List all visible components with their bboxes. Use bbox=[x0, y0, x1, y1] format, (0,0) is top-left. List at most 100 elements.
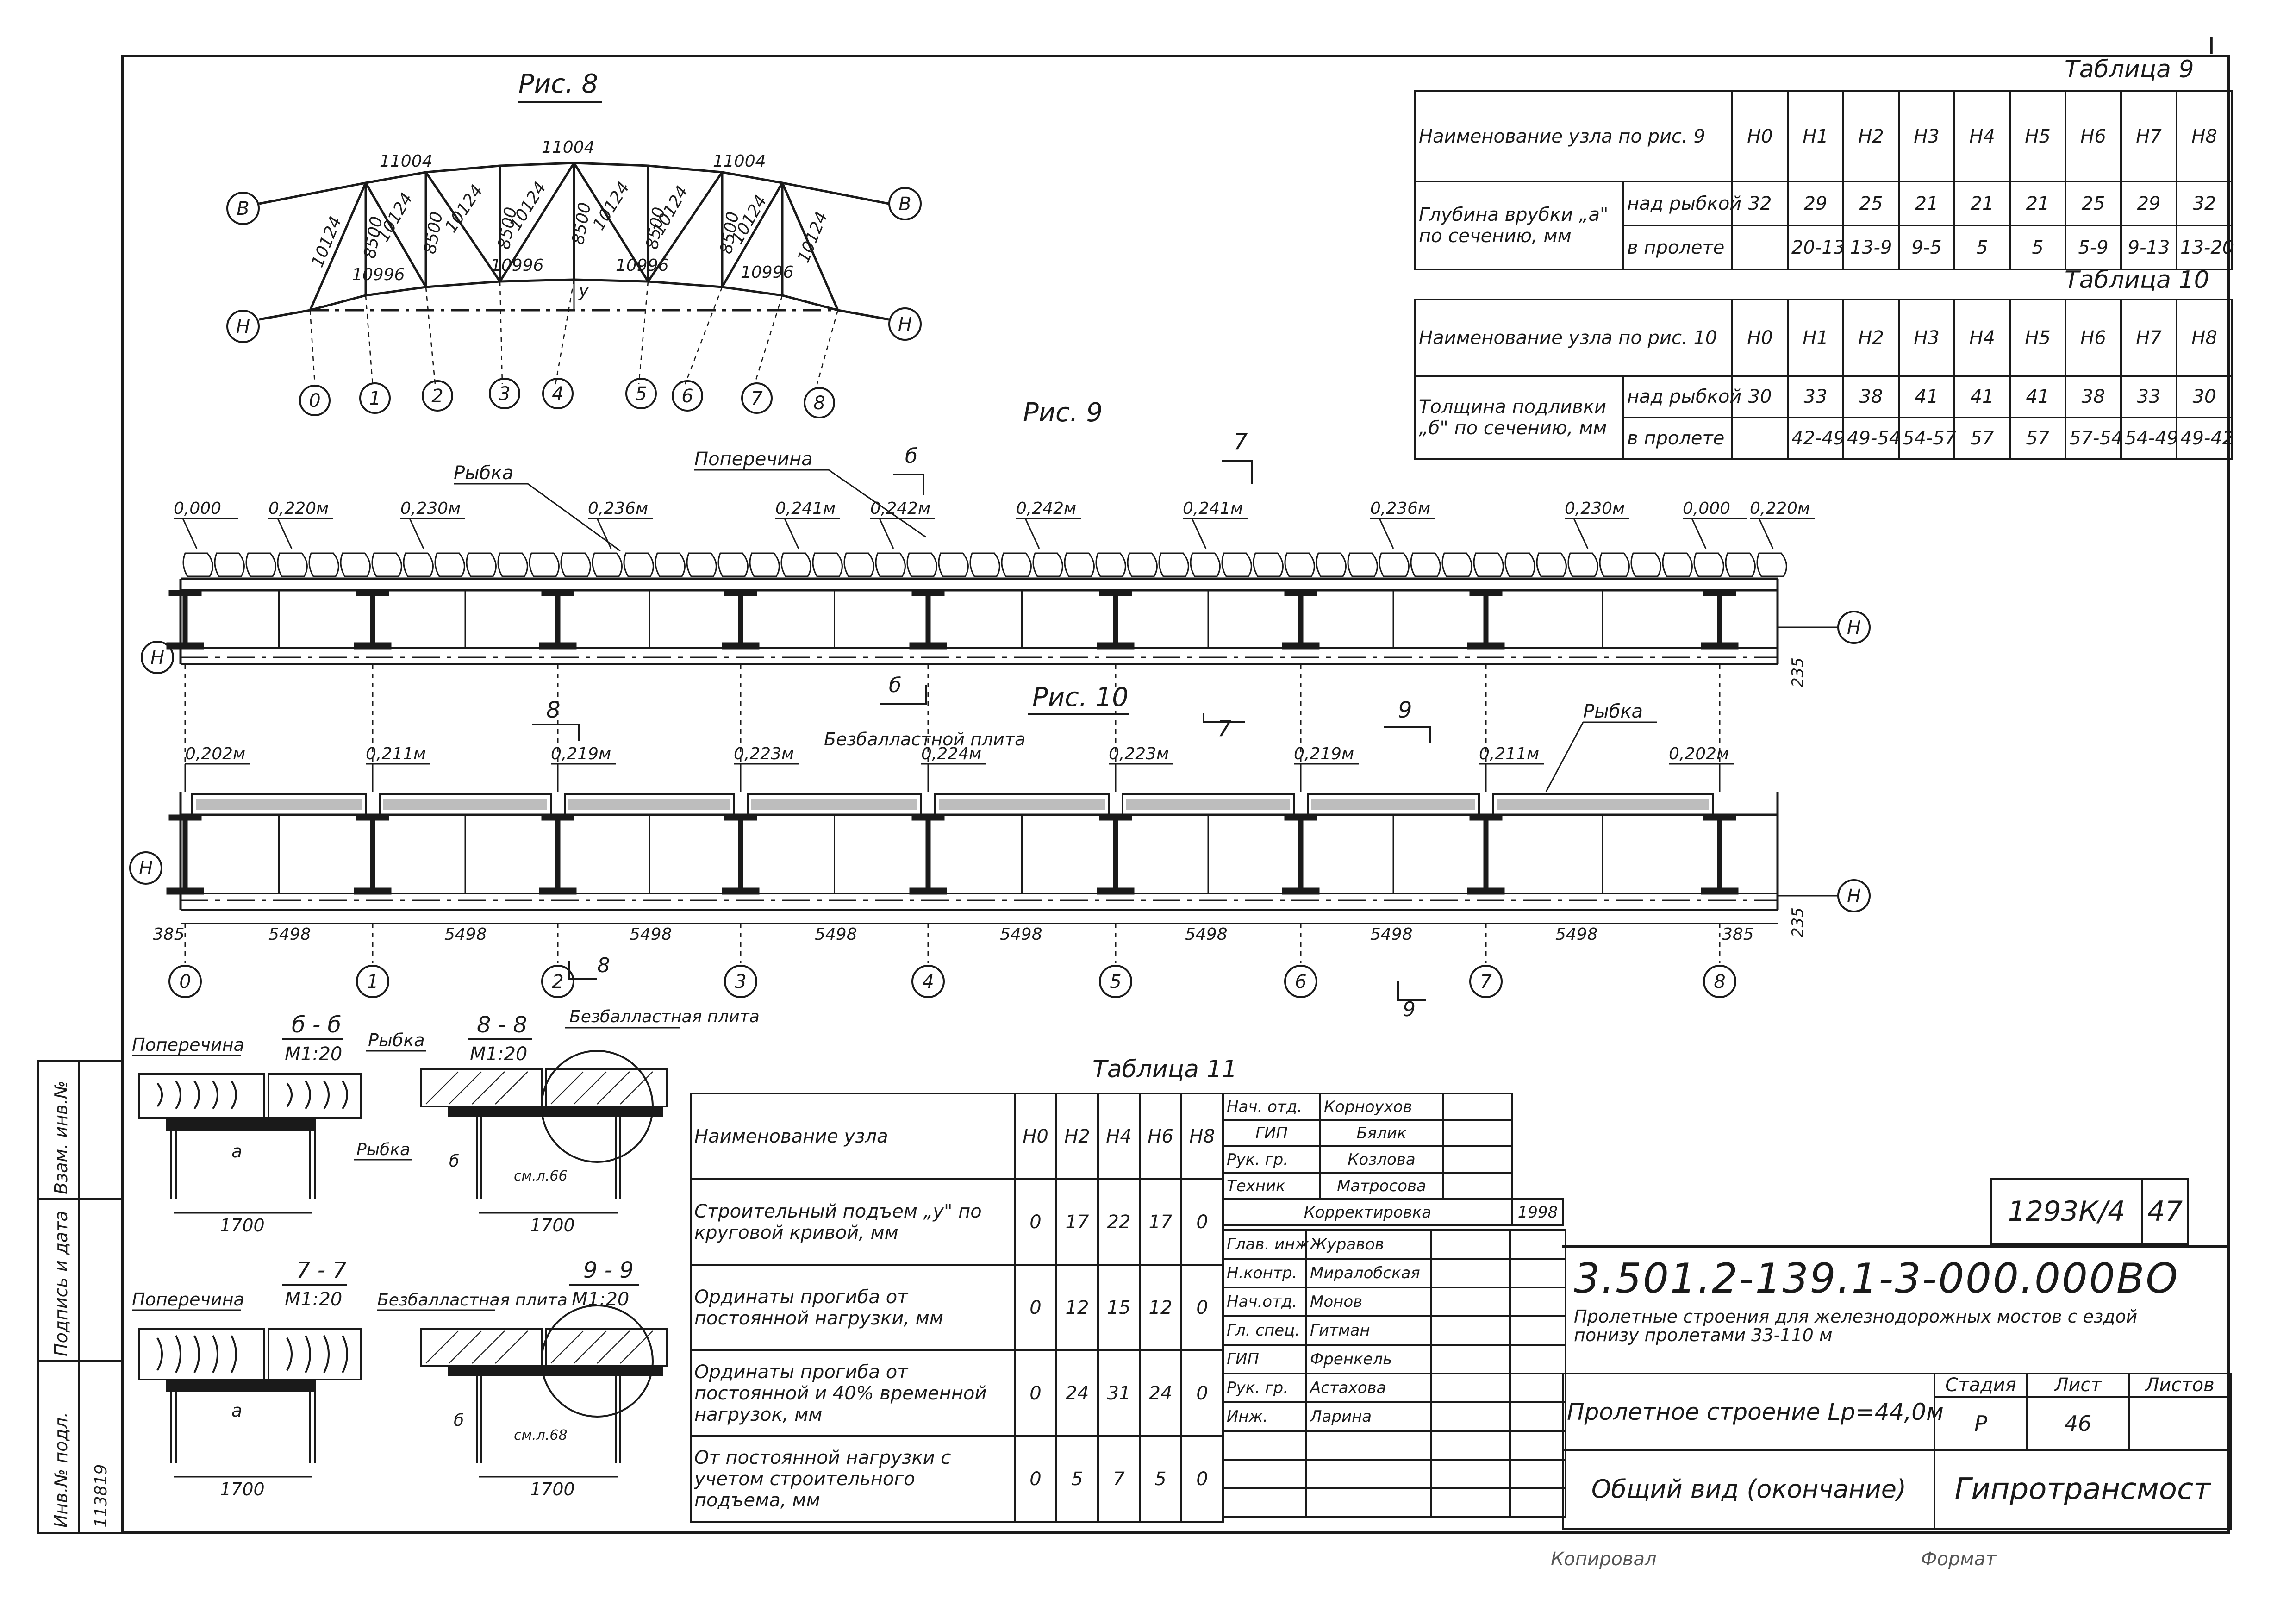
table9-col: Н5 bbox=[2009, 90, 2067, 182]
beam-flange bbox=[722, 887, 760, 895]
fig10-chord-label: Н bbox=[139, 858, 153, 879]
archive-number: 1293К/4 bbox=[1990, 1178, 2143, 1245]
beam-flange bbox=[541, 814, 574, 821]
sleeper bbox=[560, 552, 591, 577]
beam-web bbox=[738, 820, 743, 888]
table11-cell: 0 bbox=[1014, 1264, 1057, 1351]
sleeper bbox=[812, 552, 843, 577]
fig10-node-circle bbox=[1284, 965, 1317, 998]
table11-col: Н0 bbox=[1014, 1093, 1057, 1180]
sleeper bbox=[434, 552, 465, 577]
table10-col: Н3 bbox=[1898, 299, 1955, 377]
section-77-a: а bbox=[231, 1400, 242, 1421]
fig9-level-mark: 0,000 bbox=[174, 499, 221, 518]
table10-title: Таблица 10 bbox=[2065, 266, 2209, 294]
fig8-diag-length: 10124 bbox=[794, 209, 831, 266]
title-block-grid: Пролетное строение Lр=44,0м Стадия Лист … bbox=[1562, 1373, 2232, 1530]
sleeper bbox=[1379, 552, 1410, 577]
fig8-post-length: 8500 bbox=[643, 206, 668, 250]
table11-header-name: Наименование узла bbox=[690, 1093, 1016, 1180]
fig9-level-mark: 0,230м bbox=[400, 499, 461, 518]
table11-col: Н6 bbox=[1139, 1093, 1182, 1180]
table9-sub2: в пролете bbox=[1622, 225, 1734, 270]
sleeper bbox=[1190, 552, 1221, 577]
section-99-b: б bbox=[454, 1411, 464, 1430]
table10-col: Н8 bbox=[2176, 299, 2233, 377]
sleeper bbox=[592, 552, 623, 577]
sign-role: Нач.отд. bbox=[1222, 1287, 1307, 1317]
fig9-level-mark: 0,236м bbox=[588, 499, 648, 518]
beam-flange bbox=[909, 887, 947, 895]
sign-role: Рук. гр. bbox=[1222, 1373, 1307, 1403]
sleeper bbox=[277, 552, 308, 577]
sign-name: Журавов bbox=[1305, 1229, 1432, 1260]
table10: Наименование узла по рис. 10 Н0 Н1 Н2 Н3… bbox=[1414, 299, 2234, 460]
fig10-span-dim: 5498 bbox=[1185, 925, 1228, 944]
sleeper bbox=[1536, 552, 1567, 577]
fig8-chord-label: Н bbox=[898, 314, 912, 335]
table11-cell: 0 bbox=[1180, 1178, 1224, 1266]
sign-name: Корноухов bbox=[1319, 1093, 1444, 1121]
fig10-section-7: 7 bbox=[1217, 716, 1232, 742]
table9-col: Н4 bbox=[1953, 90, 2011, 182]
sleeper bbox=[655, 552, 686, 577]
table10-cell: 30 bbox=[1731, 375, 1789, 418]
footer-format: Формат bbox=[1921, 1549, 1997, 1570]
sign-name: Гитман bbox=[1305, 1315, 1432, 1346]
beam-web bbox=[182, 595, 188, 643]
organization: Гипротрансмост bbox=[1934, 1449, 2232, 1530]
sign-name: Бялик bbox=[1319, 1119, 1444, 1147]
fig8-chord-label: В bbox=[237, 198, 249, 219]
fig8-node: 2 bbox=[431, 386, 443, 407]
table10-cell: 41 bbox=[1898, 375, 1955, 418]
sleeper bbox=[1127, 552, 1158, 577]
fig10-span-dim: 5498 bbox=[1370, 925, 1413, 944]
table10-header-name: Наименование узла по рис. 10 bbox=[1414, 299, 1733, 377]
section-66-crossbeam: Поперечина bbox=[132, 1035, 244, 1055]
table11-cell: 12 bbox=[1055, 1264, 1099, 1351]
fig10-node-circle bbox=[356, 965, 389, 998]
table11-cell: 0 bbox=[1180, 1435, 1224, 1523]
sleeper bbox=[1001, 552, 1032, 577]
fig10-slab-label: Безбалластной плита bbox=[824, 729, 1025, 750]
beam-flange bbox=[722, 642, 760, 650]
table9-col: Н8 bbox=[2176, 90, 2234, 182]
table9-cell: 9-5 bbox=[1898, 225, 1956, 270]
fig10-span-dim: 385 bbox=[153, 925, 185, 944]
fig10-level-mark: 0,219м bbox=[551, 744, 611, 763]
beam-web bbox=[555, 595, 561, 643]
fig10-node-circle bbox=[1469, 965, 1503, 998]
sign-role: Гл. спец. bbox=[1222, 1315, 1307, 1346]
fig10-level-mark: 0,211м bbox=[366, 744, 426, 763]
section-88-fishplate: Рыбка bbox=[356, 1140, 410, 1159]
fig10-level-mark: 0,223м bbox=[734, 744, 794, 763]
sign-name: Френкель bbox=[1305, 1344, 1432, 1374]
table10-cell: 49-54 bbox=[1842, 417, 1901, 460]
beam-flange bbox=[1701, 642, 1739, 650]
sleeper bbox=[843, 552, 874, 577]
fig8-node: 4 bbox=[552, 383, 563, 405]
beam-flange bbox=[1701, 887, 1739, 895]
table9-cell: 13-9 bbox=[1842, 225, 1900, 270]
table11-cell: 24 bbox=[1055, 1349, 1099, 1437]
section-99-title: 9 - 9 bbox=[583, 1257, 634, 1283]
beam-flange bbox=[356, 814, 389, 821]
beam-flange bbox=[1099, 814, 1132, 821]
beam-flange bbox=[354, 887, 392, 895]
fig8-bottom-length: 10996 bbox=[616, 256, 669, 275]
table10-cell: 42-49 bbox=[1787, 417, 1845, 460]
table10-cell: 38 bbox=[1842, 375, 1900, 418]
sleeper bbox=[1221, 552, 1252, 577]
fig10-dim-235: 235 bbox=[1789, 907, 1807, 937]
beam-flange bbox=[1282, 887, 1320, 895]
beam-flange bbox=[166, 887, 204, 895]
table11-row-label: Строительный подъем „у" по круговой крив… bbox=[690, 1178, 1016, 1266]
beam-flange bbox=[1097, 642, 1135, 650]
sleeper bbox=[403, 552, 434, 577]
table10-cell: 49-42 bbox=[2176, 417, 2234, 460]
sign-name: Козлова bbox=[1319, 1145, 1444, 1174]
footer-copied: Копировал bbox=[1551, 1549, 1657, 1570]
table11-cell: 0 bbox=[1180, 1349, 1224, 1437]
sleeper bbox=[182, 552, 213, 577]
sign-name: Матросова bbox=[1319, 1172, 1444, 1200]
